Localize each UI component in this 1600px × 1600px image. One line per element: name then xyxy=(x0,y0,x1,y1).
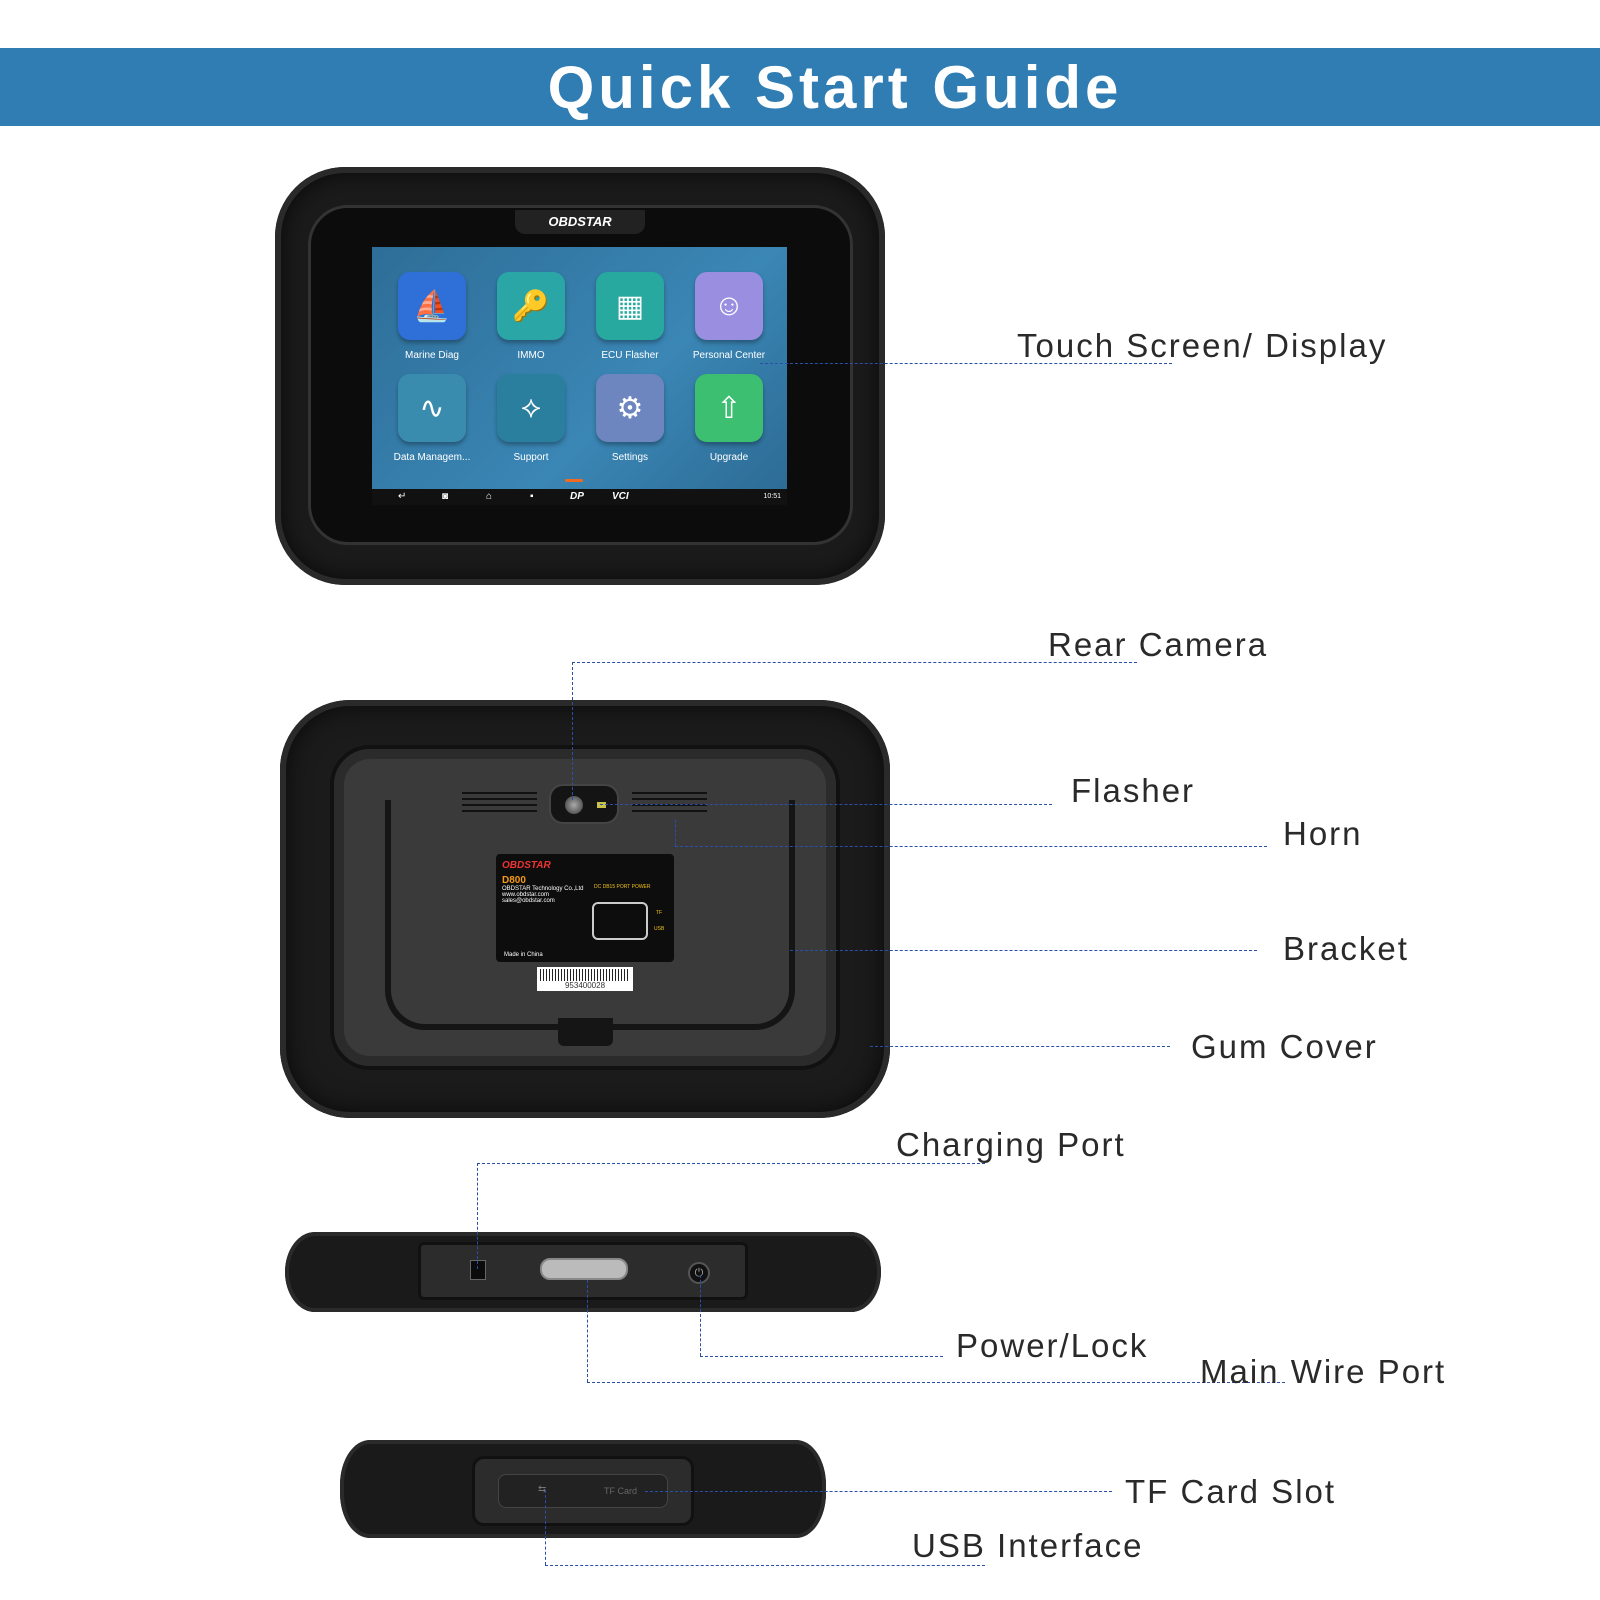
leader-line xyxy=(572,662,1137,663)
callout-horn: Horn xyxy=(1283,815,1363,852)
app-waveform[interactable]: ∿ Data Managem... xyxy=(382,374,482,463)
leader-line xyxy=(700,1275,701,1356)
user-icon: ☺ xyxy=(695,272,763,340)
bracket-tab xyxy=(558,1018,613,1046)
leader-line xyxy=(477,1163,985,1164)
leader-line xyxy=(870,1046,1170,1047)
leader-line xyxy=(600,804,1052,805)
horn-grille xyxy=(462,792,537,814)
leader-line xyxy=(545,1565,985,1566)
leader-line xyxy=(587,1382,1285,1383)
page-indicator xyxy=(565,479,583,482)
leader-line xyxy=(587,1280,588,1382)
brand-logo: OBDSTAR xyxy=(515,210,645,234)
nav-bar: ↵ ◙ ⌂ ▪ DP VCI 10:51 xyxy=(372,489,787,505)
touch-screen[interactable]: ⇧ Upgrade ⚙ Settings ⟡ Support ∿ Data Managem..… xyxy=(372,247,787,505)
label-origin: Made in China xyxy=(504,952,543,958)
label-brand: OBDSTAR xyxy=(502,860,551,871)
page-title: Quick Start Guide xyxy=(547,53,1123,121)
callout-main-wire-port: Main Wire Port xyxy=(1200,1353,1447,1390)
app-gear[interactable]: ⚙ Settings xyxy=(580,374,680,463)
app-label: Settings xyxy=(611,452,649,463)
horn-grille xyxy=(632,792,707,814)
gear-icon: ⚙ xyxy=(596,374,664,442)
immo-icon: 🔑 xyxy=(497,272,565,340)
app-label: Data Managem... xyxy=(393,452,471,463)
usb-interface-icon[interactable]: ⇆ xyxy=(538,1484,547,1495)
home-icon[interactable]: ⌂ xyxy=(486,491,493,502)
leader-line xyxy=(545,1490,546,1565)
camera-lens-icon xyxy=(565,796,583,814)
label-web: www.obdstar.com xyxy=(502,892,550,898)
callout-gum-cover: Gum Cover xyxy=(1191,1028,1378,1065)
product-label: OBDSTAR D800 OBDSTAR Technology Co.,Ltd … xyxy=(496,854,674,962)
device-outline-icon xyxy=(592,902,648,940)
title-banner: Quick Start Guide xyxy=(0,48,1600,126)
label-tf: TF xyxy=(656,910,663,916)
callout-charging-port: Charging Port xyxy=(896,1126,1126,1163)
app-user[interactable]: ☺ Personal Center xyxy=(679,272,779,361)
label-model: D800 xyxy=(502,875,526,886)
leader-line xyxy=(790,950,1257,951)
app-immo[interactable]: 🔑 IMMO xyxy=(481,272,581,361)
app-upgrade[interactable]: ⇧ Upgrade xyxy=(679,374,779,463)
dp-button[interactable]: DP xyxy=(570,491,584,502)
marine-icon: ⛵ xyxy=(398,272,466,340)
flash-icon xyxy=(597,802,606,808)
label-email: sales@obdstar.com xyxy=(502,898,555,904)
callout-touch-screen: Touch Screen/ Display xyxy=(1017,327,1388,364)
tf-card-slot[interactable]: TF Card xyxy=(604,1486,638,1496)
main-wire-port[interactable] xyxy=(540,1258,628,1280)
barcode: 953400028 xyxy=(537,967,633,991)
app-label: IMMO xyxy=(517,350,545,361)
label-ports: DC DB15 PORT POWER xyxy=(594,884,651,890)
callout-flasher: Flasher xyxy=(1071,772,1196,809)
share-icon: ⟡ xyxy=(497,374,565,442)
upgrade-icon: ⇧ xyxy=(695,374,763,442)
app-share[interactable]: ⟡ Support xyxy=(481,374,581,463)
app-label: ECU Flasher xyxy=(601,350,659,361)
leader-line xyxy=(700,1356,943,1357)
leader-line xyxy=(675,846,1267,847)
app-label: Upgrade xyxy=(709,452,749,463)
callout-rear-camera: Rear Camera xyxy=(1048,626,1269,663)
ecu-icon: ▦ xyxy=(596,272,664,340)
status-time: 10:51 xyxy=(763,493,781,500)
leader-line xyxy=(572,662,573,800)
leader-line xyxy=(675,820,676,846)
leader-line xyxy=(760,363,1172,364)
vci-button[interactable]: VCI xyxy=(612,491,629,502)
leader-line xyxy=(645,1491,1112,1492)
back-icon[interactable]: ↵ xyxy=(398,491,407,502)
charging-port[interactable] xyxy=(470,1260,486,1280)
app-marine[interactable]: ⛵ Marine Diag xyxy=(382,272,482,361)
label-company: OBDSTAR Technology Co.,Ltd xyxy=(502,886,584,892)
label-usb: USB xyxy=(654,926,665,932)
recent-icon[interactable]: ▪ xyxy=(530,491,534,502)
app-ecu[interactable]: ▦ ECU Flasher xyxy=(580,272,680,361)
power-button-icon[interactable]: ⏻ xyxy=(688,1262,710,1284)
callout-bracket: Bracket xyxy=(1283,930,1409,967)
callout-tf-card-slot: TF Card Slot xyxy=(1125,1473,1337,1510)
waveform-icon: ∿ xyxy=(398,374,466,442)
leader-line xyxy=(477,1163,478,1269)
camera-icon[interactable]: ◙ xyxy=(442,491,449,502)
app-label: Marine Diag xyxy=(405,350,459,361)
app-label: Support xyxy=(513,452,549,463)
callout-usb-interface: USB Interface xyxy=(912,1527,1144,1564)
callout-power-lock: Power/Lock xyxy=(956,1327,1149,1364)
app-label: Personal Center xyxy=(692,350,766,361)
